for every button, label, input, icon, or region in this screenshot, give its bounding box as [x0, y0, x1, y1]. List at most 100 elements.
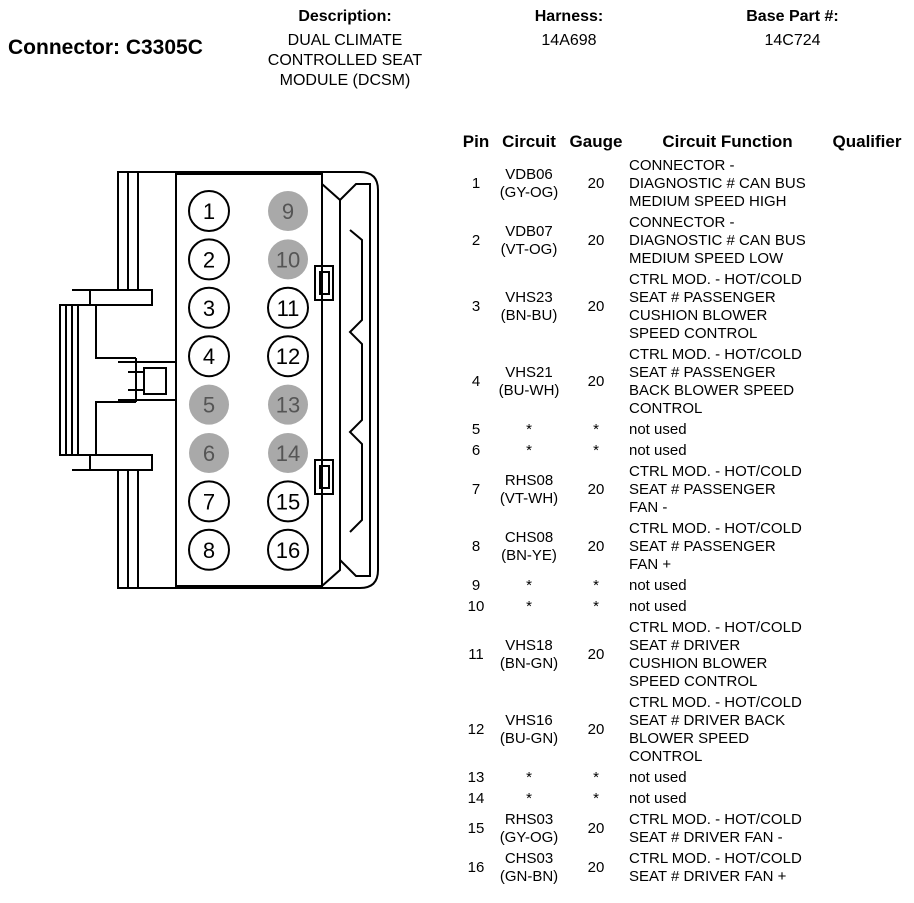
gauge-cell: 20: [587, 537, 605, 555]
gauge-cell: 20: [587, 372, 605, 390]
function-line: not used: [629, 597, 687, 615]
function-line: CONTROL: [629, 399, 703, 417]
pin-circle: [267, 528, 309, 571]
circuit-line: VDB07: [505, 222, 553, 240]
function-line: CUSHION BLOWER: [629, 306, 768, 324]
column-header-qualifier: Qualifier: [832, 132, 902, 151]
circuit-line: VHS21: [505, 363, 553, 381]
function-line: BACK BLOWER SPEED: [629, 381, 795, 399]
pin: 15: [267, 480, 309, 523]
pin-cell: 15: [467, 819, 485, 837]
table-row: 10**not used: [455, 596, 910, 617]
table-row: 9**not used: [455, 575, 910, 596]
gauge-cell: 20: [587, 819, 605, 837]
circuit-line: CHS08: [504, 528, 554, 546]
table-row: 13**not used: [455, 767, 910, 788]
circuit-cell: VDB07(VT-OG): [496, 212, 562, 269]
pin-number: 13: [276, 393, 300, 418]
function-line: CTRL MOD. - HOT/COLD: [629, 618, 802, 636]
pin-number: 15: [276, 489, 300, 514]
gauge-cell: *: [593, 768, 599, 786]
circuit-line: VHS16: [505, 711, 553, 729]
gauge-cell: 20: [587, 174, 605, 192]
column-header-pin: Pin: [462, 132, 490, 151]
function-line: SEAT # PASSENGER: [629, 537, 776, 555]
circuit-function-cell: not used: [629, 596, 829, 617]
circuit-line: (VT-OG): [500, 240, 558, 258]
column-header-gauge: Gauge: [569, 132, 623, 151]
circuit-line: (BN-BU): [500, 306, 558, 324]
function-line: SEAT # DRIVER: [629, 636, 741, 654]
base-part-label: Base Part #:: [746, 8, 839, 25]
circuit-line: *: [526, 597, 532, 615]
function-line: BLOWER SPEED: [629, 729, 750, 747]
circuit-line: (BN-GN): [499, 654, 559, 672]
pin-cell: 6: [471, 441, 481, 459]
pin-circle: [268, 191, 308, 231]
circuit-line: (GY-OG): [499, 183, 559, 201]
pin-circle: [268, 433, 308, 473]
circuit-line: *: [526, 789, 532, 807]
pin: 4: [188, 335, 230, 378]
circuit-cell: RHS03(GY-OG): [496, 809, 562, 848]
function-line: FAN +: [629, 555, 672, 573]
pin-cell: 9: [471, 576, 481, 594]
pin-number: 1: [203, 199, 215, 224]
function-line: SEAT # PASSENGER: [629, 288, 776, 306]
function-line: CTRL MOD. - HOT/COLD: [629, 849, 802, 867]
description-label: Description:: [298, 8, 392, 25]
pin: 12: [267, 335, 309, 378]
circuit-line: CHS03: [504, 849, 554, 867]
function-line: CTRL MOD. - HOT/COLD: [629, 810, 802, 828]
circuit-line: *: [526, 576, 532, 594]
function-line: SEAT # DRIVER BACK: [629, 711, 786, 729]
function-line: not used: [629, 441, 687, 459]
harness-value: 14A698: [541, 32, 597, 49]
pin-cell: 1: [471, 174, 481, 192]
pin-circle: [267, 335, 309, 378]
circuit-line: *: [526, 768, 532, 786]
circuit-line: (GY-OG): [499, 828, 559, 846]
function-line: MEDIUM SPEED LOW: [629, 249, 784, 267]
pin-number: 5: [203, 393, 215, 418]
pin: 7: [188, 480, 230, 523]
function-line: CTRL MOD. - HOT/COLD: [629, 693, 802, 711]
gauge-cell: 20: [587, 645, 605, 663]
function-line: SEAT # DRIVER FAN +: [629, 867, 787, 885]
circuit-function-cell: not used: [629, 788, 829, 809]
function-line: not used: [629, 420, 687, 438]
pin-cell: 2: [471, 231, 481, 249]
pin-cell: 11: [468, 645, 484, 663]
pin: 2: [188, 238, 230, 281]
function-line: CTRL MOD. - HOT/COLD: [629, 270, 802, 288]
pin: 11: [267, 286, 309, 329]
column-header-circuit: Circuit: [502, 132, 556, 151]
circuit-cell: CHS03(GN-BN): [496, 848, 562, 887]
gauge-cell: 20: [587, 858, 605, 876]
circuit-cell: *: [496, 767, 562, 788]
circuit-function-cell: not used: [629, 419, 829, 440]
function-line: MEDIUM SPEED HIGH: [629, 192, 787, 210]
function-line: CUSHION BLOWER: [629, 654, 768, 672]
circuit-line: *: [526, 420, 532, 438]
pin-cell: 7: [471, 480, 481, 498]
table-row: 5**not used: [455, 419, 910, 440]
circuit-cell: *: [496, 788, 562, 809]
pin-number: 7: [203, 489, 215, 514]
description-line: DUAL CLIMATE: [287, 32, 403, 49]
circuit-line: VHS18: [505, 636, 553, 654]
function-line: SPEED CONTROL: [629, 672, 758, 690]
function-line: CTRL MOD. - HOT/COLD: [629, 462, 802, 480]
